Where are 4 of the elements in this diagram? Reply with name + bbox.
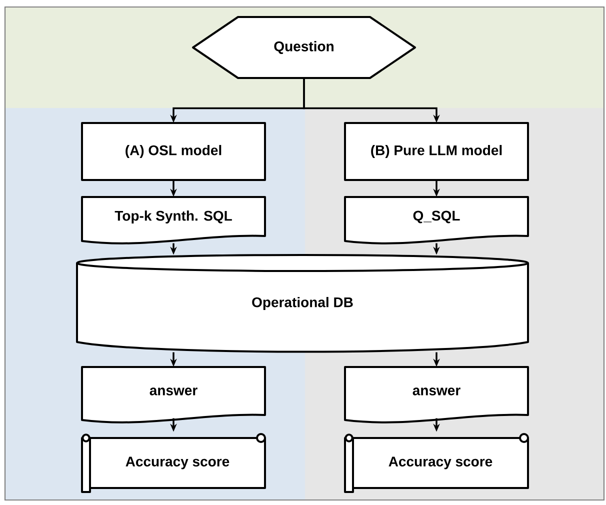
database-cylinder: Operational DB [76,254,529,353]
process-box: (A) OSL model [81,122,266,181]
process-box: (B) Pure LLM model [344,122,529,181]
start-hexagon: Question [192,16,416,79]
